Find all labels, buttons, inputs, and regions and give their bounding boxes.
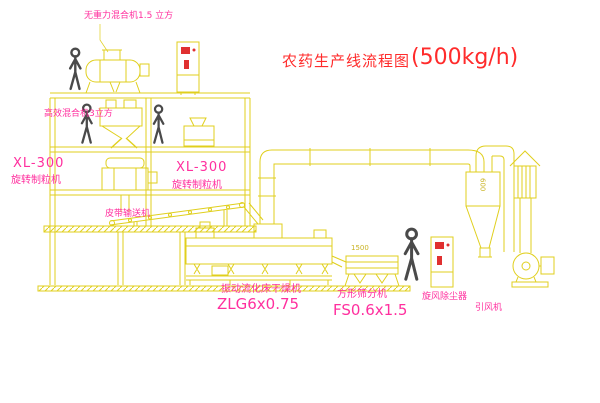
person-figure: [152, 104, 165, 144]
belt-conveyor-drawing: [109, 202, 264, 226]
exhaust-duct-drawing: [258, 148, 485, 224]
label-high-efficiency-mixer: 高效混合机3立方: [44, 109, 113, 119]
feeder-drawing: [183, 117, 215, 147]
label-sieve-name: 方形筛分机: [337, 289, 387, 300]
dimension-duct: 600: [478, 178, 487, 192]
gravity-mixer-drawing: [85, 24, 150, 94]
granulator-drawing: [101, 157, 158, 212]
dimension-sieve: 1500: [351, 244, 369, 252]
fluid-bed-dryer-drawing: [185, 221, 347, 285]
control-panel-2-drawing: [430, 236, 454, 288]
label-xl300-mid-model: XL-300: [176, 160, 228, 175]
label-granulator-left: 旋转制粒机: [11, 175, 61, 186]
label-belt-conveyor: 皮带输送机: [105, 209, 151, 219]
label-granulator-mid: 旋转制粒机: [172, 180, 222, 191]
mixer-hopper-drawing: [99, 99, 143, 149]
label-gravity-mixer: 无重力混合机1.5 立方: [84, 11, 174, 21]
label-xl300-left-model: XL-300: [13, 156, 65, 171]
control-panel-1-drawing: [176, 41, 200, 95]
building-structure-drawing: [37, 92, 411, 292]
person-figure: [68, 47, 82, 91]
title-capacity: (500kg/h): [411, 45, 519, 70]
title-text: 农药生产线流程图: [282, 51, 411, 70]
cyclone-drawing: [465, 145, 515, 258]
leader-line: [99, 24, 109, 53]
label-sieve-model: FS0.6x1.5: [333, 301, 408, 319]
fan-drawing: [509, 150, 555, 288]
person-figure: [403, 227, 420, 281]
label-cyclone: 旋风除尘器: [422, 292, 468, 302]
label-dryer-model: ZLG6x0.75: [217, 295, 300, 313]
sieve-drawing: [344, 255, 400, 287]
label-dryer-name: 振动流化床干燥机: [221, 284, 301, 295]
diagram-title: 农药生产线流程图 (500kg/h): [282, 45, 519, 70]
label-fan: 引风机: [475, 303, 503, 313]
